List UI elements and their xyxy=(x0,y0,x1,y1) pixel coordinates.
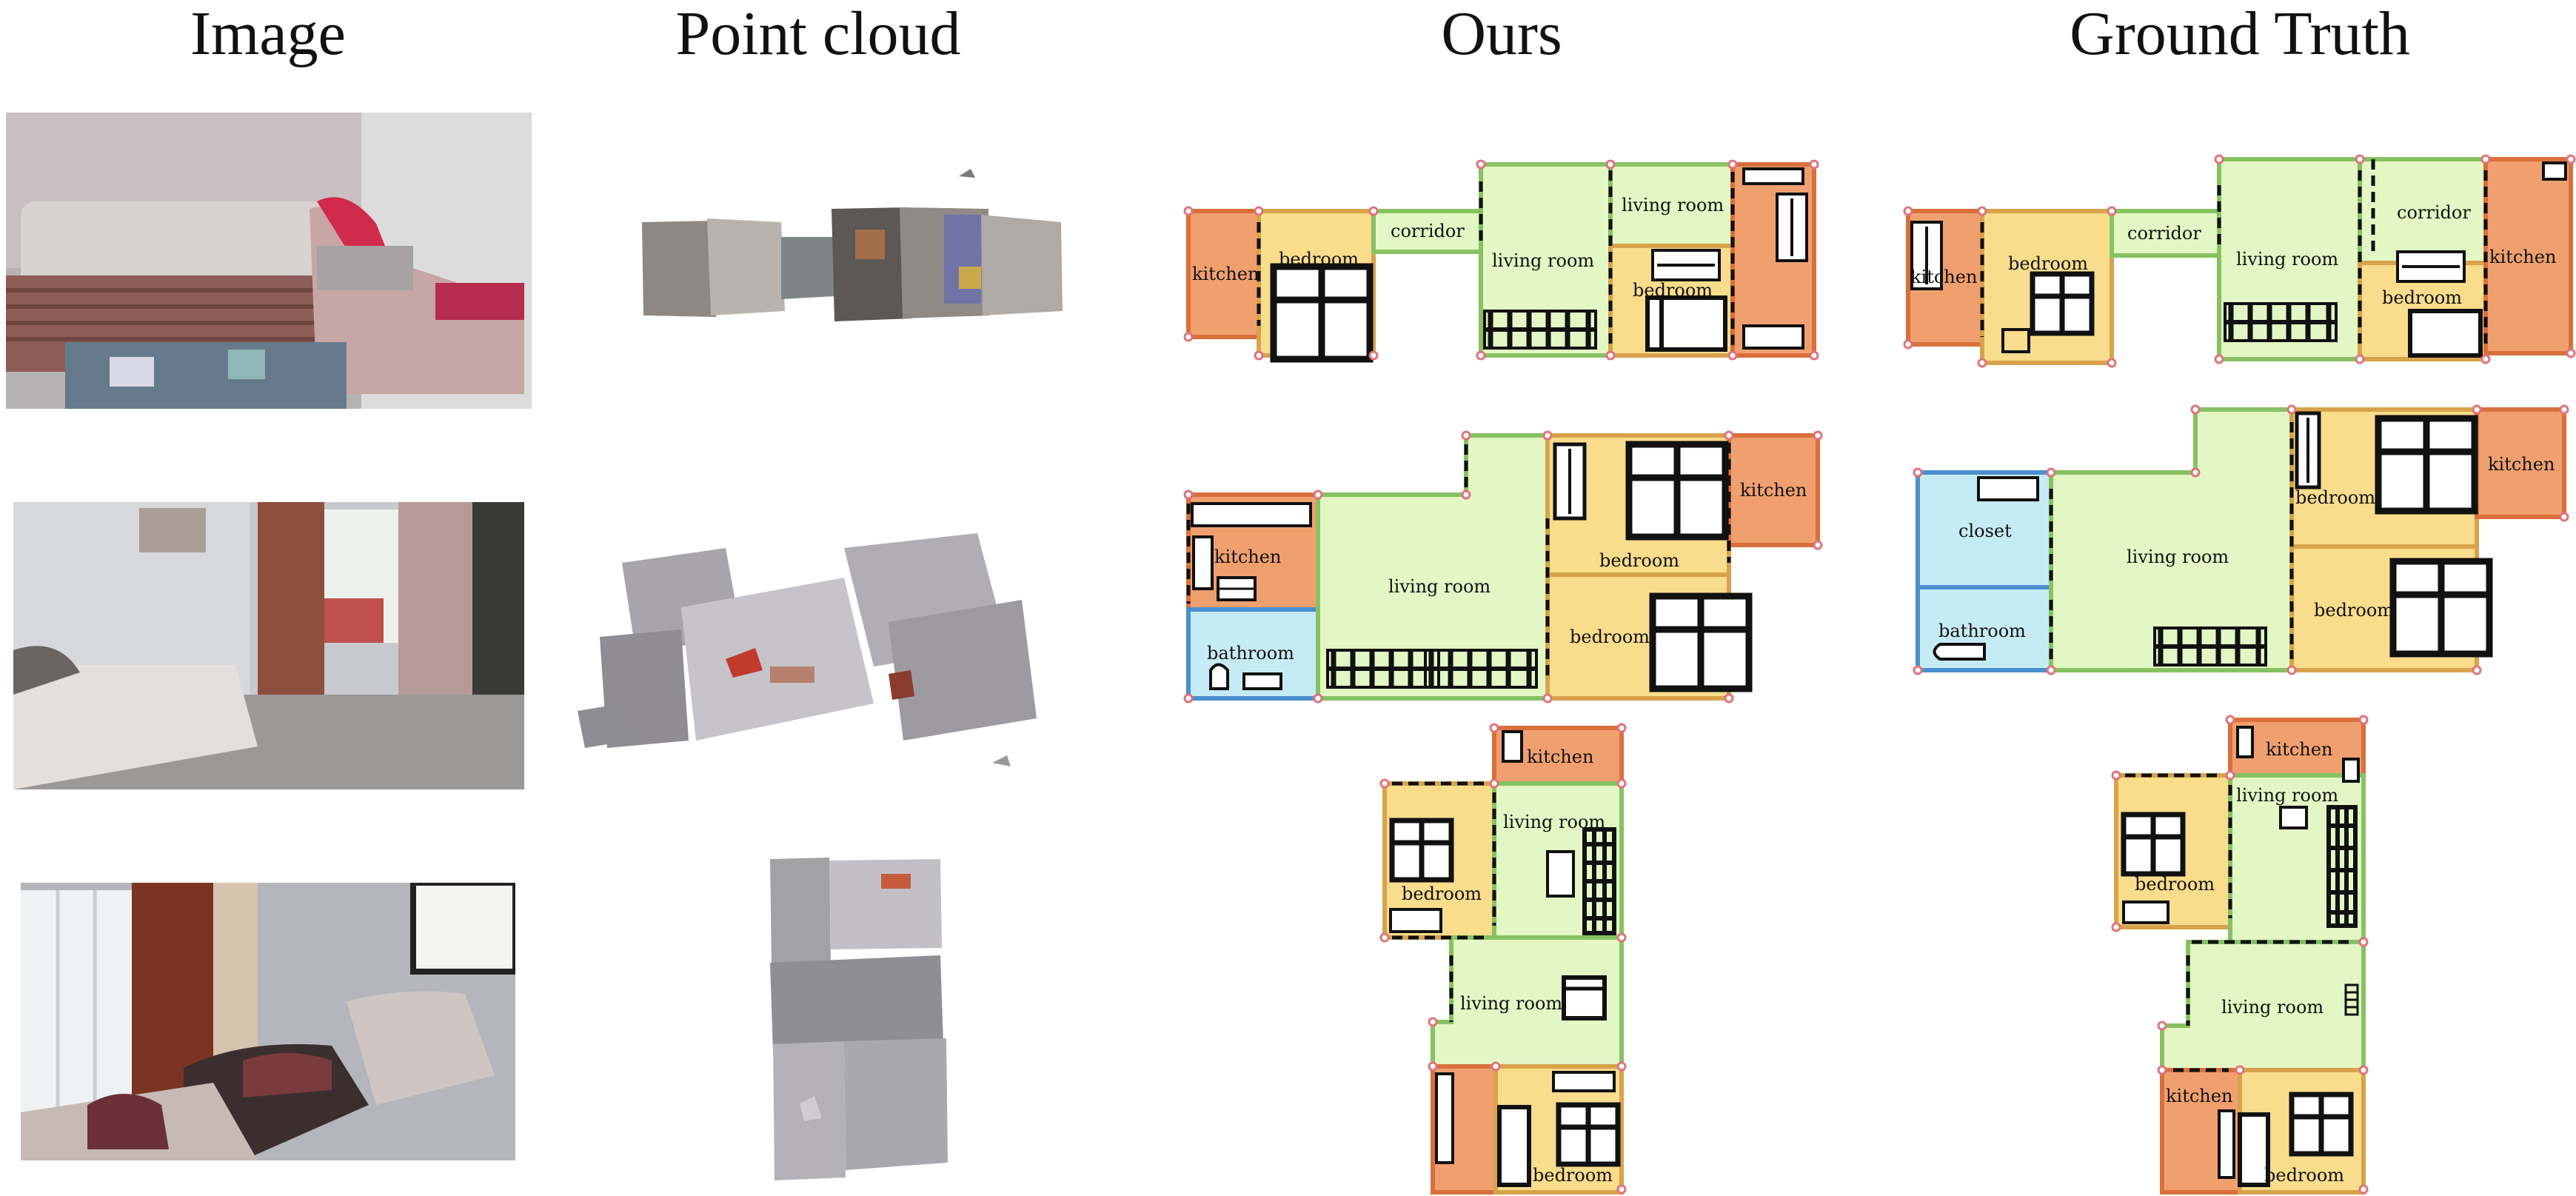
room-label: living room xyxy=(1492,250,1594,271)
room-label: bedroom xyxy=(1633,280,1713,301)
point-cloud-2 xyxy=(578,518,1081,785)
room-label: living room xyxy=(1388,576,1491,597)
room-label: living room xyxy=(2221,997,2324,1018)
room-label: bathroom xyxy=(1938,621,2026,641)
point-cloud-1 xyxy=(633,163,1077,341)
room-label: corridor xyxy=(2127,223,2201,244)
gt-plan-3: kitchen living room bedroom living room … xyxy=(2111,715,2369,1195)
room-label: bedroom xyxy=(1402,883,1482,904)
point-cloud-3 xyxy=(755,852,955,1192)
room-label: kitchen xyxy=(1910,267,1977,287)
room-label: kitchen xyxy=(2166,1086,2232,1106)
room-label: corridor xyxy=(2397,202,2471,223)
ours-plan-1: kitchen bedroom corridor living room liv… xyxy=(1183,159,1819,359)
room-label: kitchen xyxy=(1192,264,1259,284)
room-label: bedroom xyxy=(2295,487,2375,508)
column-title-ground-truth: Ground Truth xyxy=(2070,0,2410,68)
room-label: kitchen xyxy=(2489,247,2556,267)
column-title-ours: Ours xyxy=(1441,0,1562,68)
room-label: bedroom xyxy=(1599,550,1679,571)
room-label: bedroom xyxy=(2314,600,2394,621)
column-title-image: Image xyxy=(190,0,346,68)
column-title-point-cloud: Point cloud xyxy=(675,0,961,68)
ours-plan-3: kitchen living room bedroom living room … xyxy=(1379,723,1627,1195)
room-label: kitchen xyxy=(2266,739,2332,760)
room-label: bedroom xyxy=(2264,1165,2344,1186)
room-label: living room xyxy=(1503,812,1605,832)
scene-image-1 xyxy=(6,113,532,409)
room-label: kitchen xyxy=(1214,547,1281,567)
room-label: living room xyxy=(1622,195,1724,216)
scene-image-2 xyxy=(13,502,524,789)
room-label: kitchen xyxy=(2488,454,2555,475)
room-label: living room xyxy=(2236,785,2338,806)
room-label: bedroom xyxy=(2135,874,2215,895)
scene-image-3 xyxy=(21,883,515,1160)
room-label: bedroom xyxy=(1279,249,1359,270)
room-label: bedroom xyxy=(1570,627,1650,647)
room-label: corridor xyxy=(1391,221,1465,241)
room-label: living room xyxy=(2127,547,2229,567)
room-label: bedroom xyxy=(2008,253,2088,274)
room-label: bathroom xyxy=(1207,643,1294,664)
room-label: living room xyxy=(2236,249,2338,270)
room-label: living room xyxy=(1460,993,1562,1014)
room-label: closet xyxy=(1958,521,2012,541)
room-label: kitchen xyxy=(1527,746,1593,767)
gt-plan-2: closet bathroom living room bedroom bedr… xyxy=(1913,404,2569,675)
room-label: kitchen xyxy=(1740,480,1807,501)
room-label: bedroom xyxy=(1533,1165,1613,1186)
ours-plan-2: kitchen bathroom living room bedroom bed… xyxy=(1183,430,1823,704)
room-label: bedroom xyxy=(2382,287,2462,308)
gt-plan-1: kitchen bedroom corridor living room cor… xyxy=(1903,154,2576,368)
